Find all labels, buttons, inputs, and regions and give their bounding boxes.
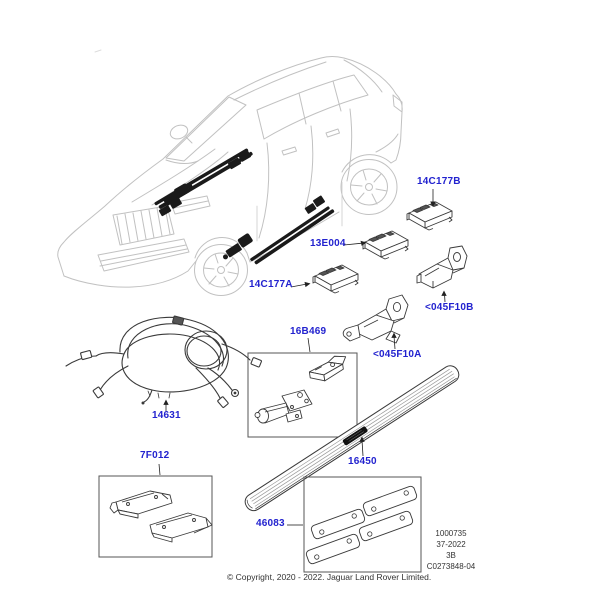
motor-assembly-drawing — [254, 389, 313, 424]
part-label-14631[interactable]: 14631 — [152, 410, 181, 421]
part-label-045F10B[interactable]: <045F10B — [425, 302, 474, 313]
module-14c177a-drawing — [312, 264, 359, 294]
part-label-46083[interactable]: 46083 — [256, 518, 285, 529]
side-step-rails-on-vehicle — [154, 148, 335, 265]
rail-bracket-bits-a — [158, 197, 182, 217]
sheet-info-line: 3B — [446, 551, 456, 560]
leader-lines — [158, 189, 447, 526]
side-step-rail-sill — [250, 206, 335, 265]
kit-box-16b469 — [247, 352, 358, 438]
sheet-info-line: 37-2022 — [436, 540, 466, 549]
bracket-045f10a-drawing — [342, 294, 409, 344]
vehicle-illustration — [57, 49, 403, 296]
running-board-16450-drawing — [244, 365, 460, 512]
sheet-info-line: 1000735 — [435, 529, 467, 538]
kit-box-7f012 — [98, 475, 213, 558]
cover-part-1-drawing — [109, 490, 173, 519]
sheet-info-block: 1000735 37-2022 3B C0273848-04 — [405, 528, 497, 572]
rail-motor-cluster-a2 — [227, 150, 251, 170]
part-label-045F10A[interactable]: <045F10A — [373, 349, 422, 360]
part-label-16B469[interactable]: 16B469 — [290, 326, 327, 337]
rail-motor-cluster-b2 — [304, 195, 325, 214]
sheet-info-line: C0273848-04 — [426, 562, 476, 571]
cover-part-2-drawing — [149, 512, 213, 543]
kit-box-46083 — [303, 476, 422, 573]
mounting-plate-drawing — [304, 532, 362, 566]
harness-14631-drawing — [65, 315, 262, 408]
module-13e004-drawing — [362, 230, 409, 260]
part-label-14C177A[interactable]: 14C177A — [249, 279, 293, 290]
mounting-plate-drawing — [309, 507, 367, 541]
module-14c177b-drawing — [406, 201, 453, 231]
part-label-13E004[interactable]: 13E004 — [310, 238, 346, 249]
bracket-045f10b-drawing — [416, 245, 468, 289]
part-label-16450[interactable]: 16450 — [348, 456, 377, 467]
rail-motor-cluster-b1 — [223, 233, 253, 260]
rail-motor-cluster-a1 — [163, 183, 193, 206]
copyright-text: © Copyright, 2020 - 2022. Jaguar Land Ro… — [227, 572, 432, 582]
part-label-14C177B[interactable]: 14C177B — [417, 176, 461, 187]
clip-part-drawing — [308, 355, 347, 382]
part-label-7F012[interactable]: 7F012 — [140, 450, 170, 461]
